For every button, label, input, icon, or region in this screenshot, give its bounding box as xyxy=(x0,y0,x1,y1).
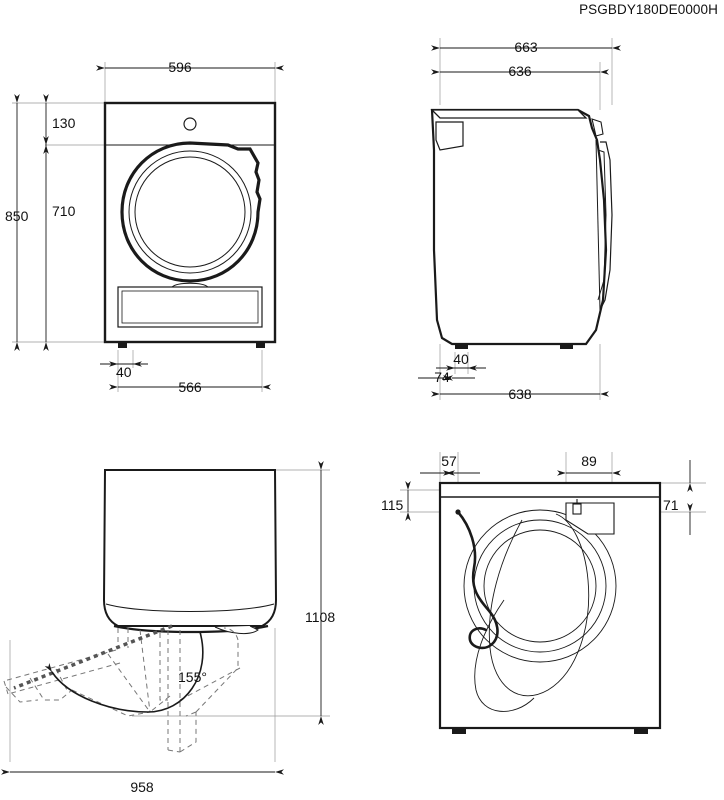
side-rear-ledge xyxy=(435,121,464,151)
dim-rear-cable-y: 115 xyxy=(381,497,404,513)
rear-cable-entry-point xyxy=(455,509,461,515)
side-door-profile xyxy=(599,141,613,311)
dim-depth-total: 663 xyxy=(514,39,538,55)
rear-belt-lower xyxy=(474,599,535,712)
dim-total-height: 850 xyxy=(5,208,29,224)
rear-dimension-lines xyxy=(405,460,693,535)
front-door-inner-ring xyxy=(128,150,252,274)
dim-side-foot-front: 74 xyxy=(434,369,450,385)
dim-foot-span: 566 xyxy=(178,379,202,395)
dim-door-angle: 155° xyxy=(178,669,207,685)
dim-rear-cable-x: 57 xyxy=(441,453,457,469)
rear-belt-path xyxy=(488,513,590,697)
door-swing-dashed-outlines xyxy=(3,627,241,753)
side-cabinet-body xyxy=(430,108,613,346)
side-feet xyxy=(455,344,573,349)
rear-feet xyxy=(452,728,648,734)
front-feet xyxy=(118,342,265,348)
plan-dimension-lines xyxy=(1,461,324,775)
dim-front-width: 596 xyxy=(168,59,192,75)
plan-cabinet-body xyxy=(102,469,278,635)
dim-rear-drain-y: 71 xyxy=(663,497,679,513)
front-extension-lines xyxy=(12,62,276,392)
side-top-panel xyxy=(430,109,588,119)
rear-drum-inner xyxy=(483,529,597,643)
front-filter-drawer xyxy=(117,282,263,328)
dim-foot-offset: 40 xyxy=(116,364,132,380)
rear-cabinet-body xyxy=(438,481,662,730)
rear-drain-connector-icon xyxy=(572,503,582,515)
side-dimension-lines xyxy=(418,45,621,397)
front-control-knob-icon xyxy=(183,117,197,131)
front-door-ring xyxy=(120,141,262,283)
rear-drum-outer xyxy=(463,509,617,663)
rear-power-cable xyxy=(456,510,499,650)
dim-depth-cabinet: 636 xyxy=(508,63,532,79)
plan-front-edge-seam xyxy=(105,603,275,612)
dim-rear-drain-width: 89 xyxy=(581,453,597,469)
side-handle-nub-icon xyxy=(591,118,604,137)
dim-side-foot-span: 638 xyxy=(508,386,532,402)
drawing-title-code: PSGBDY180DE0000H xyxy=(579,2,718,17)
dim-open-width: 958 xyxy=(130,779,154,795)
dim-lower-height: 710 xyxy=(52,203,76,219)
side-view: 663 636 40 74 638 xyxy=(418,38,621,402)
door-open-leaf xyxy=(13,624,173,690)
dim-side-foot-width: 40 xyxy=(453,351,469,367)
door-swing-arc xyxy=(44,631,204,713)
dim-panel-height: 130 xyxy=(52,115,76,131)
dim-open-depth: 1108 xyxy=(305,609,335,625)
side-door-inner xyxy=(597,149,607,301)
front-dimension-lines xyxy=(14,65,284,390)
rear-view: 57 89 115 71 xyxy=(381,452,706,734)
plan-view-door-swing: 1108 155° 958 xyxy=(1,461,335,795)
front-view: 596 130 710 850 40 566 xyxy=(5,59,284,395)
front-door-glass xyxy=(134,156,246,268)
